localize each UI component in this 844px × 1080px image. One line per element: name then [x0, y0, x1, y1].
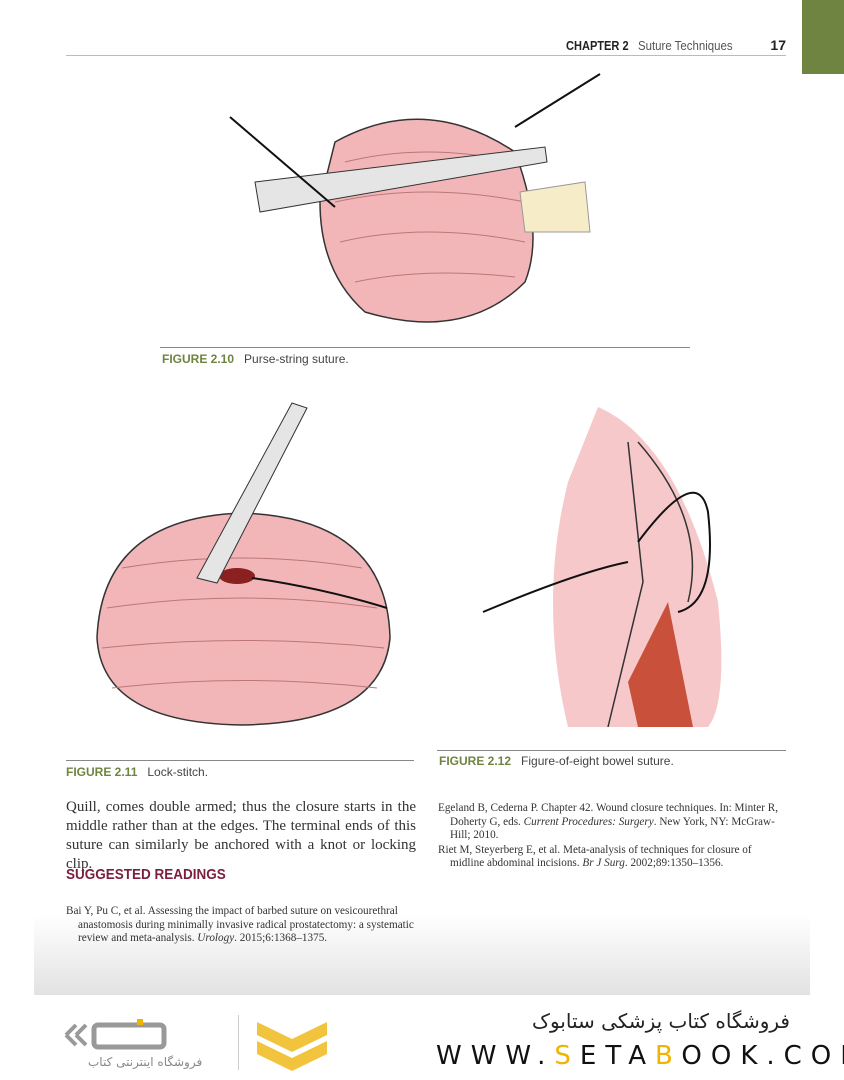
caption-rule: [160, 347, 690, 348]
figure-caption-text: Figure-of-eight bowel suture.: [521, 754, 674, 768]
shop-name: فروشگاه کتاب پزشکی ستابوک: [532, 1009, 790, 1033]
logo-divider: [238, 1015, 239, 1070]
site-url: WWW.SETABOOK.COM: [436, 1041, 844, 1071]
setabook-logo-wordmark: [64, 1019, 167, 1050]
page-number: 17: [770, 37, 786, 53]
figure-label: FIGURE 2.11: [66, 765, 138, 779]
reference-item: Bai Y, Pu C, et al. Assessing the impact…: [66, 905, 414, 944]
chevron-logo-icon: [257, 1022, 327, 1071]
watermark-footer: فروشگاه اینترنتی کتاب فروشگاه کتاب پزشکی…: [0, 995, 844, 1080]
figure-caption-text: Purse-string suture.: [244, 352, 349, 366]
body-paragraph: Quill, comes double armed; thus the clos…: [66, 799, 416, 872]
figure-2-12-caption: FIGURE 2.12 Figure-of-eight bowel suture.: [439, 754, 674, 768]
figure-2-12-illustration: [482, 407, 722, 728]
figure-2-11-illustration: [96, 402, 391, 726]
running-header: CHAPTER 2 Suture Techniques 17: [66, 36, 786, 56]
reading-list-left: Bai Y, Pu C, et al. Assessing the impact…: [66, 905, 418, 947]
figure-2-10-illustration: [229, 73, 601, 323]
figure-2-11-caption: FIGURE 2.11 Lock-stitch.: [66, 765, 208, 779]
page-fade: [34, 915, 810, 995]
caption-rule: [66, 760, 414, 761]
logo-tagline: فروشگاه اینترنتی کتاب: [88, 1055, 203, 1069]
reading-list-right: Egeland B, Cederna P. Chapter 42. Wound …: [438, 802, 786, 872]
reference-item: Riet M, Steyerberg E, et al. Meta-analys…: [438, 843, 752, 870]
figure-label: FIGURE 2.12: [439, 754, 512, 768]
figure-2-10-caption: FIGURE 2.10 Purse-string suture.: [162, 352, 349, 366]
reference-item: Egeland B, Cederna P. Chapter 42. Wound …: [438, 802, 779, 841]
section-heading: SUGGESTED READINGS: [66, 866, 226, 883]
caption-rule: [437, 750, 786, 751]
chapter-tab: [802, 0, 844, 74]
chapter-title: Suture Techniques: [638, 38, 733, 53]
figure-caption-text: Lock-stitch.: [147, 765, 209, 779]
figure-label: FIGURE 2.10: [162, 352, 235, 366]
chapter-label: CHAPTER 2: [566, 38, 629, 53]
